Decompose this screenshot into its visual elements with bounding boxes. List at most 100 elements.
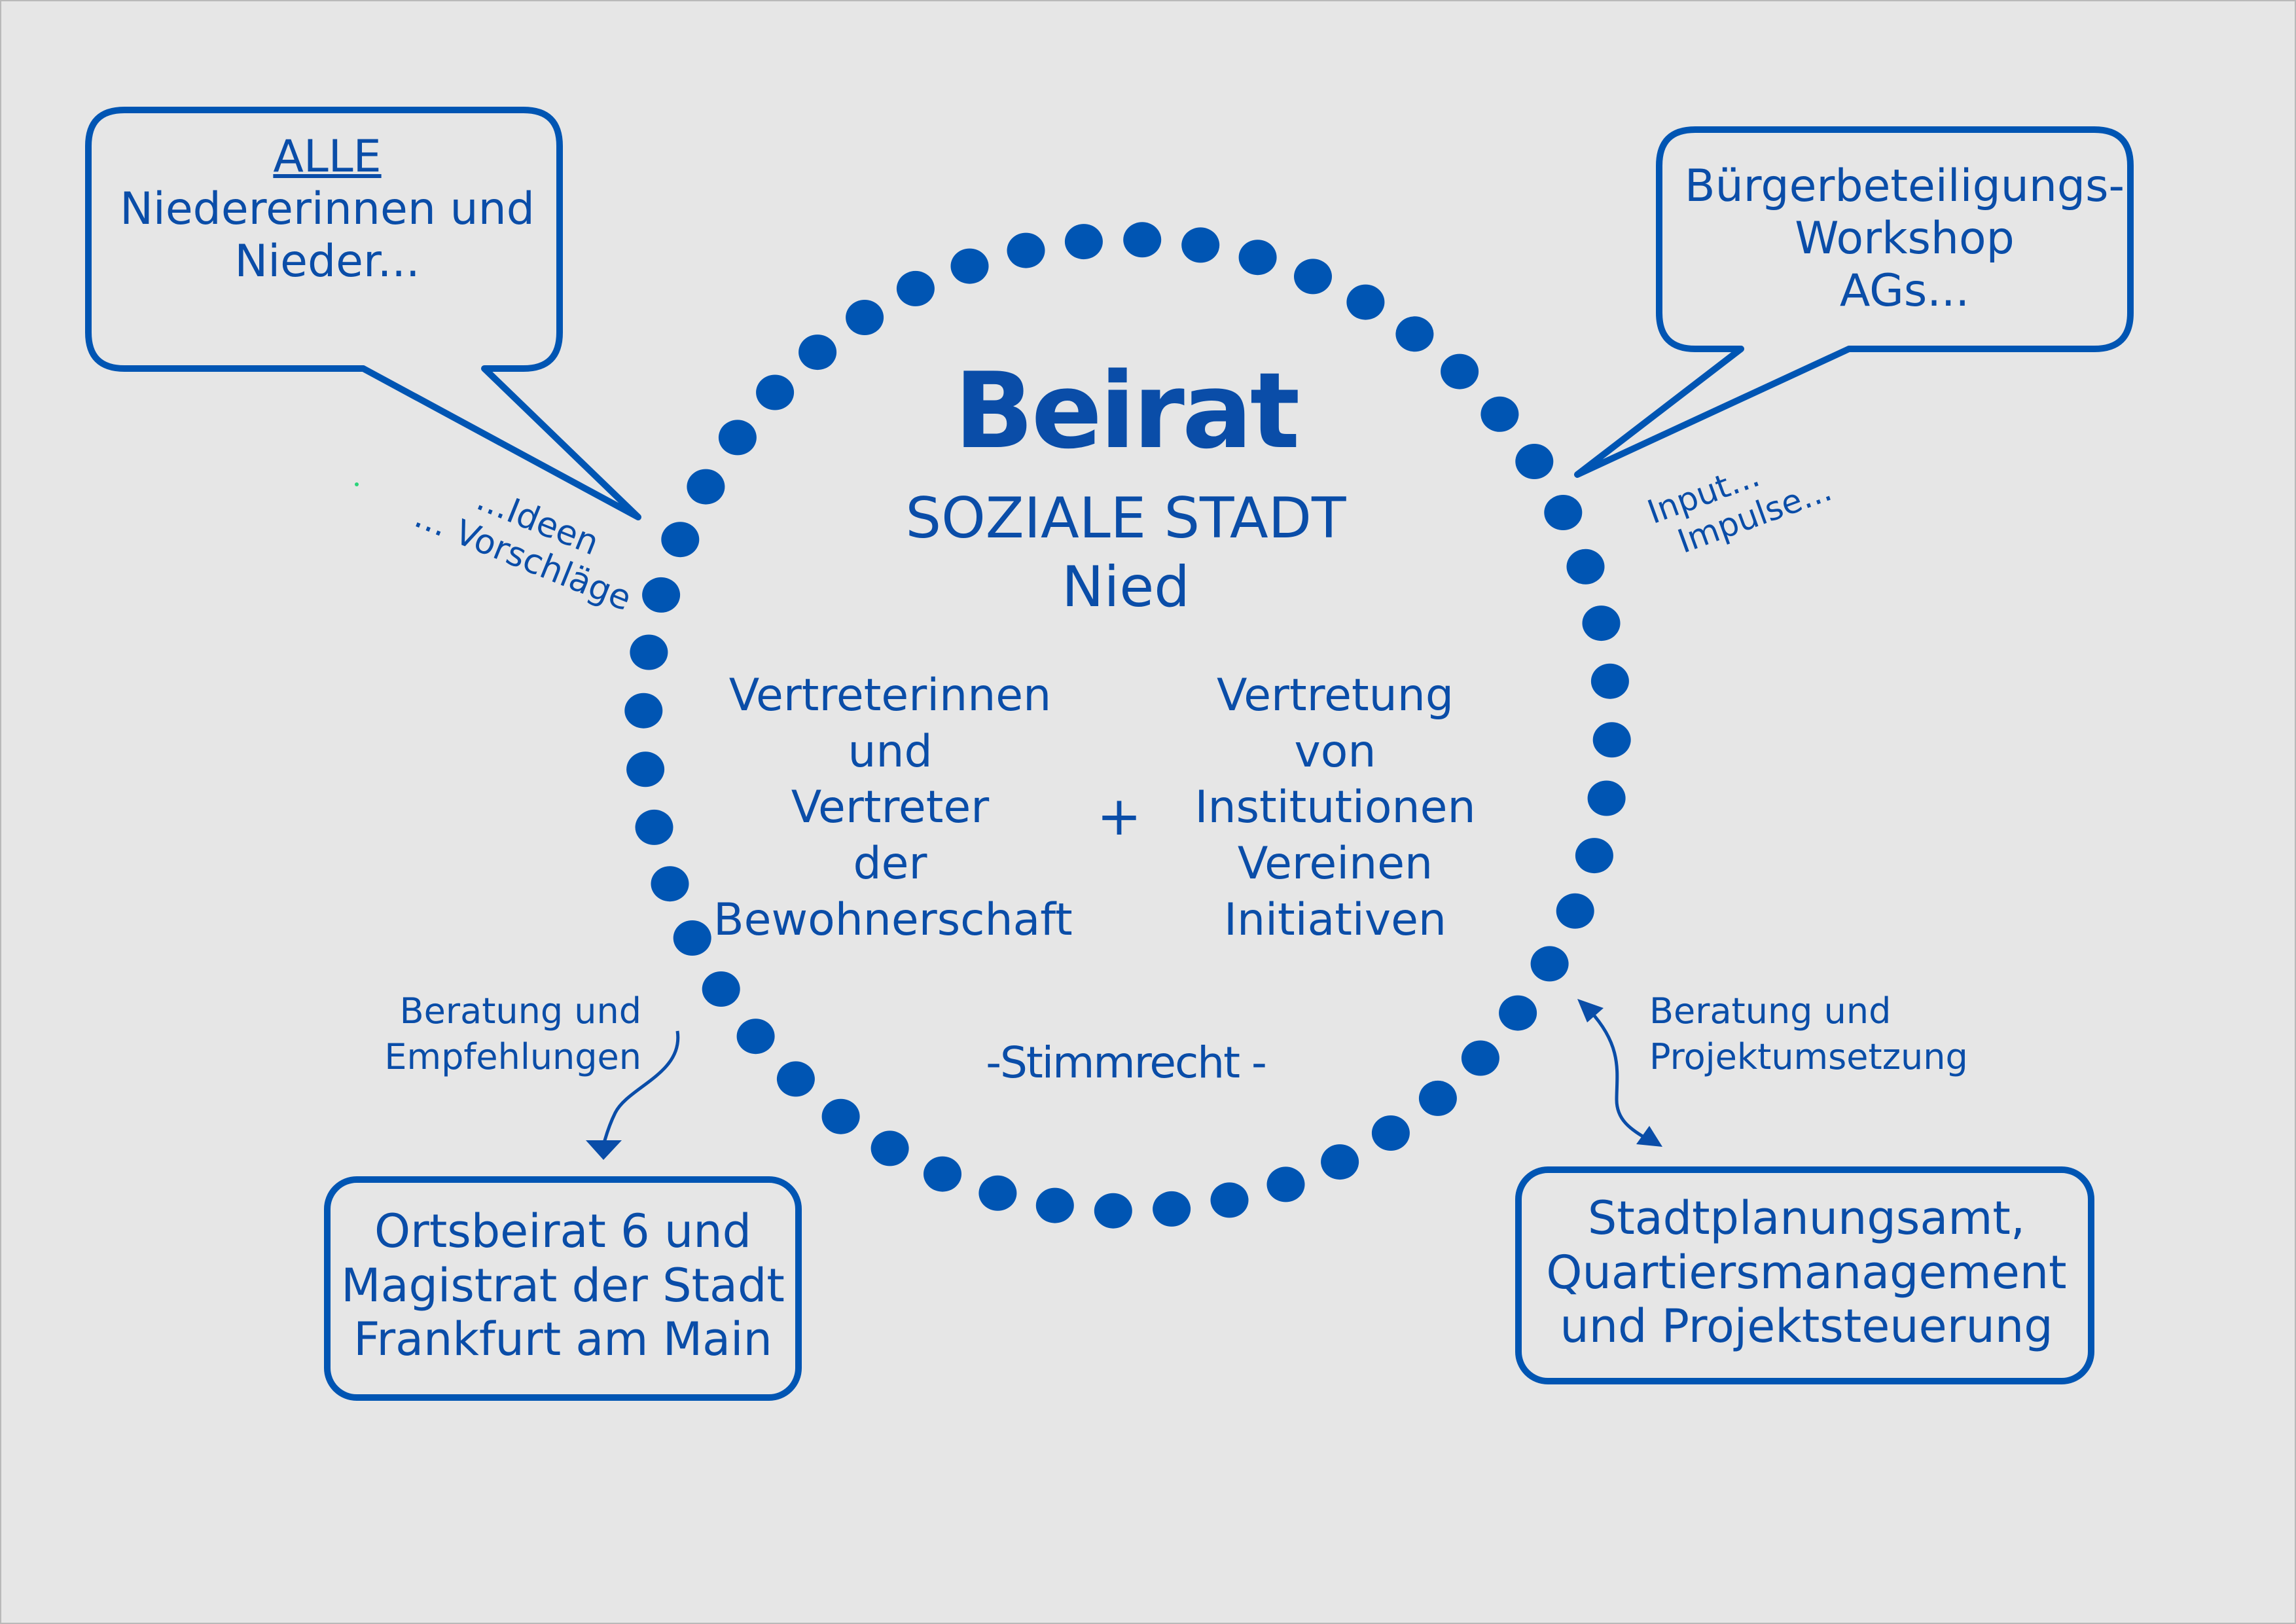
ring-dot (1530, 946, 1569, 982)
residents-line: Vertreterinnen (728, 670, 1052, 721)
institutions-column: Vertretung von Institutionen Vereinen In… (1172, 668, 1499, 948)
box-bottom-right-line2: Quartiersmanagement (1546, 1245, 2067, 1299)
ring-dot (1346, 284, 1385, 320)
callout-top-left-line2: Niedererinnen und (120, 183, 535, 236)
advice-right-line1: Beratung und (1649, 990, 1892, 1032)
box-bottom-right-shape (1515, 1166, 2094, 1384)
box-bottom-left-line2: Magistrat der Stadt (341, 1258, 785, 1312)
ring-dot (1480, 396, 1519, 432)
advice-right-arrowhead-top (1577, 999, 1604, 1022)
residents-line: Bewohnerschaft (713, 893, 1073, 946)
ring-dot (821, 1098, 860, 1134)
ring-dot (896, 270, 935, 306)
ring-dot (846, 300, 884, 335)
advice-right-label: Beratung und Projektumsetzung (1649, 988, 1990, 1080)
ring-dot (1575, 838, 1613, 874)
ring-dot (673, 920, 711, 956)
callout-top-left-line1: ALLE (273, 131, 382, 183)
ring-dot (1321, 1144, 1359, 1180)
ring-dot (1123, 222, 1162, 258)
advice-right-line2: Projektumsetzung (1649, 1036, 1968, 1078)
advice-left-label: Beratung und Empfehlungen (367, 988, 641, 1080)
advice-left-line1: Beratung und (399, 990, 641, 1032)
ring-dot (1592, 722, 1631, 758)
institutions-line: von (1294, 725, 1376, 778)
ring-dot (1035, 1187, 1074, 1223)
callout-top-right-line3: AGs... (1839, 265, 1970, 317)
institutions-line: Vertretung (1216, 670, 1454, 721)
ring-dot (687, 469, 725, 505)
callout-top-right-text: Bürgerbeteiligungs- Workshop AGs... (1676, 160, 2134, 318)
ring-dot (978, 1175, 1017, 1211)
voting-right-label: -Stimmrecht - (986, 1038, 1267, 1088)
ring-dot (736, 1019, 775, 1055)
ring-dot (776, 1061, 815, 1097)
advice-left-arrow (601, 1030, 680, 1146)
plus-sign: + (1096, 785, 1142, 848)
ring-dot (1418, 1080, 1457, 1116)
ring-dot (1499, 995, 1537, 1031)
beirat-title: Beirat (954, 350, 1300, 472)
ring-dot (1395, 316, 1434, 352)
ring-dot (1294, 259, 1332, 295)
beirat-dot-ring (624, 222, 1631, 1229)
box-bottom-right-line3: und Projektsteuerung (1560, 1299, 2053, 1354)
ring-dot (756, 374, 795, 410)
residents-line: der (853, 838, 927, 890)
ring-dot (1461, 1040, 1499, 1076)
advice-left-arrowhead (586, 1140, 622, 1160)
ring-dot (1094, 1193, 1132, 1229)
callout-top-left-line3: Nieder... (234, 236, 420, 288)
institutions-line: Initiativen (1224, 893, 1446, 946)
callout-top-left-text: ALLE Niedererinnen und Nieder... (92, 131, 563, 289)
ring-dot (1181, 227, 1220, 263)
advice-left-line2: Empfehlungen (384, 1036, 641, 1078)
institutions-line: Vereinen (1237, 838, 1433, 890)
ring-dot (661, 522, 700, 558)
callout-top-left-shape (85, 107, 641, 520)
ring-dot (626, 751, 665, 787)
residents-column: Vertreterinnen und Vertreter der Bewohne… (713, 668, 1073, 948)
residents-line: und (848, 725, 933, 778)
box-bottom-left-line1: Ortsbeirat 6 und (374, 1204, 752, 1258)
ring-dot (1238, 240, 1277, 276)
ring-dot (950, 248, 989, 284)
ring-dot (1587, 780, 1626, 816)
ring-dot (1556, 893, 1594, 929)
callout-top-right-line2: Workshop (1795, 213, 2015, 265)
nied-subtitle: Nied (1062, 554, 1190, 620)
ring-dot (1515, 444, 1554, 479)
green-speck (355, 482, 359, 486)
ring-dot (1441, 353, 1479, 389)
box-bottom-right-text: Stadtplanungsamt, Quartiersmanagement un… (1525, 1191, 2088, 1354)
ring-dot (924, 1156, 961, 1192)
ring-dot (1266, 1166, 1305, 1202)
ring-dot (1590, 663, 1629, 699)
ring-dot (642, 577, 681, 613)
soziale-stadt-subtitle: SOZIALE STADT (905, 486, 1346, 551)
box-bottom-left-text: Ortsbeirat 6 und Magistrat der Stadt Fra… (334, 1204, 792, 1367)
ring-dot (635, 809, 673, 845)
ring-dot (702, 971, 740, 1007)
ring-dot (651, 866, 689, 902)
institutions-line: Institutionen (1194, 782, 1476, 834)
advice-right-arrowhead-bottom (1636, 1126, 1662, 1147)
residents-line: Vertreter (791, 782, 990, 834)
callout-top-right-line1: Bürgerbeteiligungs- (1684, 160, 2125, 212)
ring-dot (1153, 1191, 1191, 1227)
ring-dot (1582, 605, 1621, 641)
ring-dot (1566, 549, 1605, 585)
ring-dot (624, 693, 663, 729)
callout-top-right-shape (1574, 126, 2134, 478)
ring-dot (1544, 495, 1583, 530)
box-bottom-left-shape (324, 1176, 802, 1401)
ring-dot (1371, 1115, 1410, 1151)
ring-dot (718, 420, 757, 456)
ring-dot (870, 1130, 909, 1166)
advice-right-arrow (1589, 1010, 1651, 1142)
box-bottom-right-line1: Stadtplanungsamt, (1587, 1191, 2026, 1245)
ring-dot (1210, 1182, 1249, 1218)
